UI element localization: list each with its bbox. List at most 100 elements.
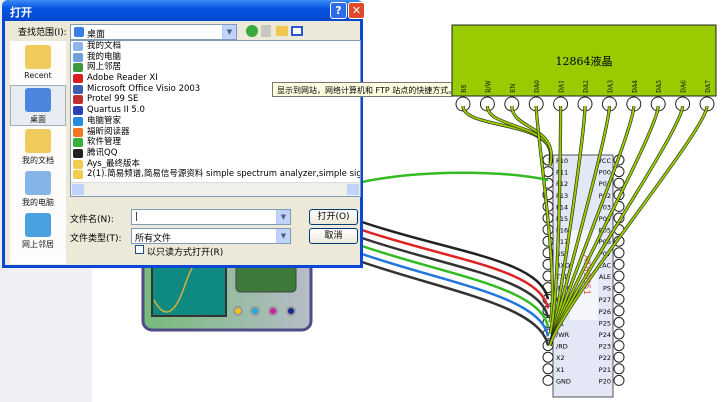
chip-left-pin[interactable]: [542, 351, 554, 363]
chip-right-pin-label: P01: [599, 180, 611, 188]
place-2[interactable]: 我的文档: [10, 127, 66, 166]
chevron-down-icon[interactable]: ▼: [276, 210, 290, 224]
up-folder-icon[interactable]: [261, 25, 271, 37]
scroll-left-icon[interactable]: [72, 184, 84, 195]
file-item[interactable]: 福昕阅读器: [71, 127, 360, 138]
chip-right-pin[interactable]: [613, 177, 625, 189]
file-item[interactable]: 2(1).简易频谱,简易信号源资料 simple spectrum analyz…: [71, 169, 360, 180]
lcd-pin-label: RS: [461, 84, 468, 93]
chip-left-pin[interactable]: [542, 374, 554, 386]
recent-folder-icon: [25, 45, 51, 69]
chip-right-pin[interactable]: [613, 374, 625, 386]
views-menu-icon[interactable]: [291, 26, 303, 36]
file-item[interactable]: 我的电脑: [71, 52, 360, 63]
chip-left-pin-label: P17: [556, 238, 568, 246]
file-name: 网上邻居: [87, 62, 122, 73]
filetype-label: 文件类型(T):: [70, 234, 122, 244]
chip-left-pin-label: P12: [556, 180, 568, 188]
back-icon[interactable]: [246, 25, 258, 37]
place-label: 网上邻居: [22, 240, 54, 249]
lcd-pin-label: DA5: [656, 80, 663, 93]
chip-right-pin[interactable]: [613, 316, 625, 328]
file-name: Microsoft Office Visio 2003: [87, 83, 201, 94]
place-4[interactable]: 网上邻居: [10, 211, 66, 250]
close-button[interactable]: ✕: [348, 2, 365, 19]
chip-right-pin[interactable]: [613, 305, 625, 317]
file-item[interactable]: 腾讯QQ: [71, 148, 360, 159]
wire: [361, 171, 549, 184]
chip-left-pin-label: GND: [556, 377, 571, 385]
chip-right-pin-label: P22: [599, 354, 611, 362]
place-3[interactable]: 我的电脑: [10, 169, 66, 208]
help-button[interactable]: ?: [330, 2, 347, 19]
readonly-label: 以只读方式打开(R): [147, 248, 224, 258]
file-item[interactable]: 我的文档: [71, 41, 360, 52]
chip-left-pin[interactable]: [542, 363, 554, 375]
chip-right-pin-label: P04: [599, 215, 611, 223]
chevron-down-icon[interactable]: ▼: [276, 229, 290, 243]
chip-left-pin-label: INT0: [556, 285, 571, 293]
lcd-pin-label: DA0: [534, 80, 541, 93]
chip-left-pin-label: /WR: [556, 331, 570, 339]
file-icon: [73, 106, 83, 116]
chip-right-pin[interactable]: [613, 351, 625, 363]
file-item[interactable]: Quartus II 5.0: [71, 105, 360, 116]
file-item[interactable]: Ays_最终版本: [71, 159, 360, 170]
chip-right-pin[interactable]: [613, 328, 625, 340]
places-bar: Recent 桌面我的文档我的电脑网上邻居: [10, 41, 66, 264]
chip-right-pin[interactable]: [613, 340, 625, 352]
cancel-button[interactable]: 取消: [309, 228, 358, 244]
file-icon: [73, 170, 83, 180]
chip-right-pin-label: P21: [599, 366, 611, 374]
file-icon: [73, 127, 83, 137]
filename-input[interactable]: |▼: [131, 209, 291, 225]
dialog-title: 打开: [10, 6, 32, 19]
file-item[interactable]: 网上邻居: [71, 62, 360, 73]
file-item[interactable]: Protel 99 SE: [71, 94, 360, 105]
place-0[interactable]: Recent: [10, 43, 66, 80]
file-item[interactable]: Adobe Reader XI: [71, 73, 360, 84]
chip-right-pin[interactable]: [613, 293, 625, 305]
lcd-pin-label: DA4: [632, 80, 639, 93]
new-folder-icon[interactable]: [276, 26, 288, 36]
filetype-select[interactable]: 所有文件▼: [131, 228, 291, 244]
horizontal-scrollbar[interactable]: [71, 182, 360, 196]
place-1[interactable]: 桌面: [10, 85, 66, 126]
chip-right-pin[interactable]: [613, 247, 625, 259]
file-item[interactable]: 电脑管家: [71, 116, 360, 127]
wire: [361, 260, 550, 346]
look-in-combo[interactable]: 桌面▼: [70, 24, 237, 40]
open-button[interactable]: 打开(O): [309, 209, 358, 225]
wire: [361, 244, 550, 328]
chip-right-pin-label: P20: [599, 377, 611, 385]
desktop-icon: [74, 27, 84, 37]
file-item[interactable]: Microsoft Office Visio 2003: [71, 84, 360, 95]
file-item[interactable]: 软件管理: [71, 137, 360, 148]
look-in-label: 查找范围(I):: [18, 28, 67, 38]
dialog-titlebar[interactable]: 打开: [2, 0, 363, 21]
file-icon: [73, 52, 83, 62]
lcd-pin-label: DA1: [559, 80, 566, 93]
file-name: 福昕阅读器: [87, 126, 130, 137]
chip-right-pin[interactable]: [613, 258, 625, 270]
my-documents-icon: [25, 129, 51, 153]
lcd-pin-label: R/W: [485, 79, 492, 93]
chip-left-pin-label: P11: [556, 169, 568, 177]
chip-right-pin[interactable]: [613, 282, 625, 294]
lcd-pin-label: DA6: [681, 80, 688, 93]
chip-left-pin-label: X1: [556, 366, 565, 374]
file-icon: [73, 116, 83, 126]
chip-right-pin[interactable]: [613, 363, 625, 375]
lcd-pin-label: DA3: [607, 80, 614, 93]
chip-left-pin-label: /RD: [556, 343, 568, 351]
chevron-down-icon[interactable]: ▼: [222, 25, 236, 39]
wire: [361, 252, 550, 337]
file-name: Quartus II 5.0: [87, 105, 145, 116]
scroll-right-icon[interactable]: [347, 184, 359, 195]
chip-right-pin[interactable]: [613, 270, 625, 282]
readonly-checkbox[interactable]: [135, 245, 144, 254]
lcd-wire: [549, 105, 708, 346]
wire: [361, 228, 550, 309]
